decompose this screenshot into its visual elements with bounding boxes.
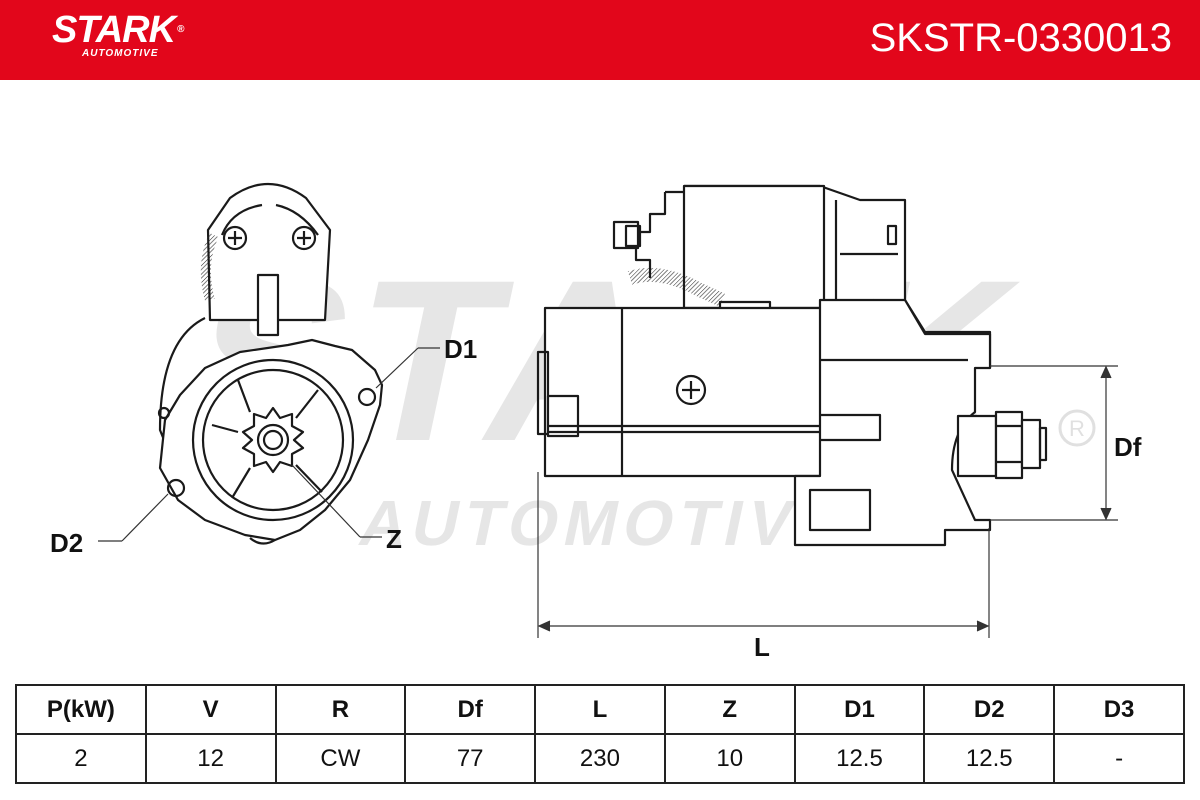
spec-header-cell: Z xyxy=(663,684,796,735)
header-bar: STARK® AUTOMOTIVE SKSTR-0330013 xyxy=(0,0,1200,80)
spec-value-cell: CW xyxy=(274,733,407,784)
spec-value-cell: 10 xyxy=(663,733,796,784)
spec-value-cell: 12.5 xyxy=(793,733,926,784)
spec-value-cell: 12 xyxy=(144,733,277,784)
front-view-callouts xyxy=(98,347,440,542)
watermark-automotive: AUTOMOTIVE xyxy=(354,487,855,559)
brand-name: STARK® xyxy=(52,9,185,51)
label-z: Z xyxy=(386,524,402,554)
side-view xyxy=(536,184,1048,547)
spec-header-cell: V xyxy=(144,684,277,735)
spec-header-cell: P(kW) xyxy=(15,684,147,735)
spec-header-cell: D2 xyxy=(923,684,1056,735)
watermark-registered-letter: R xyxy=(1069,416,1085,441)
spec-value-cell: 12.5 xyxy=(923,733,1056,784)
spec-value-cell: - xyxy=(1053,733,1185,784)
spec-table: P(kW) V R Df L Z D1 D2 D3 2 12 CW 77 230… xyxy=(15,684,1185,784)
brand-subtitle: AUTOMOTIVE xyxy=(82,48,159,59)
dimension-lines xyxy=(537,365,1118,638)
label-l: L xyxy=(754,632,770,662)
spec-value-cell: 77 xyxy=(404,733,537,784)
spec-header-cell: R xyxy=(274,684,407,735)
spec-header-cell: D3 xyxy=(1053,684,1185,735)
product-code: SKSTR-0330013 xyxy=(869,16,1172,60)
spec-header-cell: D1 xyxy=(793,684,926,735)
spec-value-cell: 230 xyxy=(534,733,666,784)
spec-header-cell: Df xyxy=(404,684,537,735)
label-d1: D1 xyxy=(444,334,477,364)
spec-header-row: P(kW) V R Df L Z D1 D2 D3 xyxy=(15,684,1185,735)
label-df: Df xyxy=(1114,432,1142,462)
starter-motor-drawing: STARK AUTOMOTIVE R xyxy=(50,182,1142,662)
brand-logo: STARK® AUTOMOTIVE xyxy=(52,9,185,59)
spec-value-row: 2 12 CW 77 230 10 12.5 12.5 - xyxy=(15,733,1185,784)
front-view xyxy=(157,182,384,545)
spec-value-cell: 2 xyxy=(15,733,147,784)
watermark-registered-icon xyxy=(1058,409,1096,447)
spec-header-cell: L xyxy=(534,684,666,735)
label-d2: D2 xyxy=(50,528,83,558)
